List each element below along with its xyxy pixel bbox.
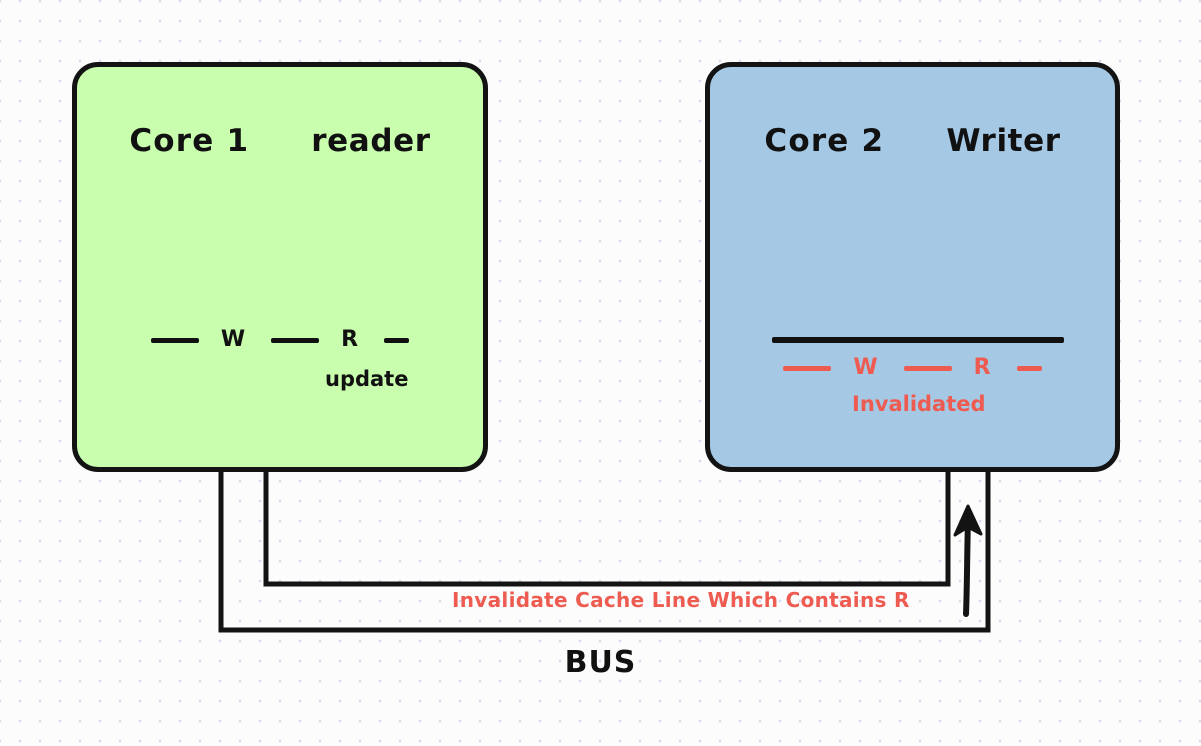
- core1-box[interactable]: Core 1 reader W R update: [72, 62, 488, 472]
- core1-cacheline-dash-3: [384, 337, 410, 343]
- core1-header: Core 1 reader: [77, 123, 483, 159]
- bus-arrow-up-icon: [953, 504, 983, 617]
- core2-role: Writer: [946, 123, 1061, 159]
- core1-cacheline-slot-r: R: [341, 327, 359, 352]
- core1-cacheline: W R: [77, 329, 483, 351]
- core1-role: reader: [311, 123, 431, 159]
- core1-cacheline-slot-w: W: [220, 327, 246, 352]
- core2-header: Core 2 Writer: [710, 123, 1115, 159]
- bus-outer-wire: [218, 469, 991, 633]
- core2-cacheline-dash-2: [903, 365, 952, 371]
- core1-cacheline-note: update: [325, 367, 409, 391]
- core2-cacheline: W R: [710, 357, 1115, 379]
- core2-cacheline-slot-w: W: [853, 355, 878, 380]
- bus-message-label: Invalidate Cache Line Which Contains R: [452, 588, 910, 612]
- core2-box[interactable]: Core 2 Writer W R Invalidated: [705, 62, 1120, 472]
- core2-cacheline-dash-1: [783, 365, 832, 371]
- core2-cacheline-dash-3: [1016, 365, 1042, 371]
- bus-title-label: BUS: [564, 645, 637, 680]
- core2-cacheline-note: Invalidated: [852, 392, 986, 416]
- core1-cacheline-dash-2: [271, 337, 320, 343]
- core2-solid-cacheline-bar: [772, 337, 1064, 343]
- core2-cacheline-slot-r: R: [973, 355, 991, 380]
- core1-cacheline-dash-1: [150, 337, 199, 343]
- core1-name: Core 1: [129, 123, 250, 159]
- bus-inner-wire: [263, 469, 951, 587]
- core2-name: Core 2: [764, 123, 885, 159]
